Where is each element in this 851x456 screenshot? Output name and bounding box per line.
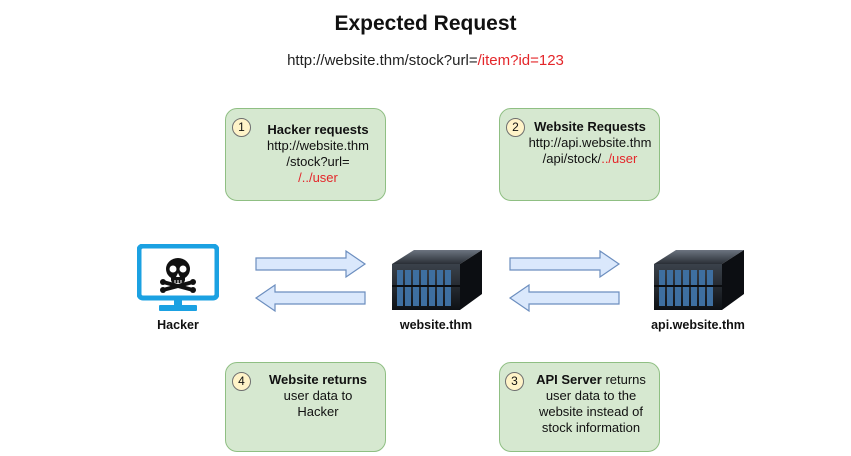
step-1-box: 1 Hacker requests http://website.thm /st… xyxy=(225,108,386,201)
step-4-badge: 4 xyxy=(232,372,251,391)
step-2-badge: 2 xyxy=(506,118,525,137)
request-arrow-website-to-api xyxy=(509,249,621,279)
step-3-box: 3 API Server returns user data to the we… xyxy=(499,362,660,452)
step-2-line-2-prefix: /api/stock/ xyxy=(542,151,602,166)
step-1-badge: 1 xyxy=(232,118,251,137)
step-4-line-1: user data to xyxy=(283,388,353,403)
step-1-line-1: http://website.thm xyxy=(267,138,369,153)
step-4-box: 4 Website returns user data to Hacker xyxy=(225,362,386,452)
response-arrow-api-to-website xyxy=(508,283,620,313)
step-4-line-2: Hacker xyxy=(297,404,339,419)
url-highlight: /item?id=123 xyxy=(477,52,564,69)
skull-monitor-icon xyxy=(137,244,219,311)
step-3-line-3: stock information xyxy=(541,420,641,435)
step-3-title-bold: API Server xyxy=(536,372,602,387)
step-2-text: Website Requests http://api.website.thm … xyxy=(520,119,660,167)
step-2-line-2: /api/stock/../user xyxy=(520,151,660,167)
step-2-box: 2 Website Requests http://api.website.th… xyxy=(499,108,660,201)
step-3-badge: 3 xyxy=(505,372,524,391)
step-3-title-rest: returns xyxy=(601,372,646,387)
node-label-api: api.website.thm xyxy=(651,318,745,332)
url-base: http://website.thm/stock?url= xyxy=(287,52,478,69)
diagram-title: Expected Request xyxy=(334,12,517,35)
server-icon xyxy=(654,250,744,310)
step-1-text: Hacker requests http://website.thm /stoc… xyxy=(254,122,382,186)
step-1-highlight: /../user xyxy=(298,170,338,185)
step-2-title: Website Requests xyxy=(534,119,646,134)
node-label-website: website.thm xyxy=(399,318,473,332)
step-3-line-1: user data to the xyxy=(545,388,637,403)
request-arrow-hacker-to-website xyxy=(255,249,367,279)
step-2-highlight: ../user xyxy=(601,151,638,166)
step-1-title: Hacker requests xyxy=(267,122,369,137)
step-3-line-2: website instead of xyxy=(538,404,644,419)
step-4-text: Website returns user data to Hacker xyxy=(254,372,382,420)
step-2-line-1: http://api.website.thm xyxy=(528,135,652,150)
response-arrow-website-to-hacker xyxy=(254,283,366,313)
node-label-hacker: Hacker xyxy=(157,318,199,332)
expected-url: http://website.thm/stock?url=/item?id=12… xyxy=(0,52,851,69)
step-3-title: API Server returns xyxy=(524,372,658,388)
step-4-title: Website returns xyxy=(268,372,367,387)
server-icon xyxy=(392,250,482,310)
step-1-line-2: /stock?url= xyxy=(286,154,350,169)
step-3-text: API Server returns user data to the webs… xyxy=(524,372,658,436)
